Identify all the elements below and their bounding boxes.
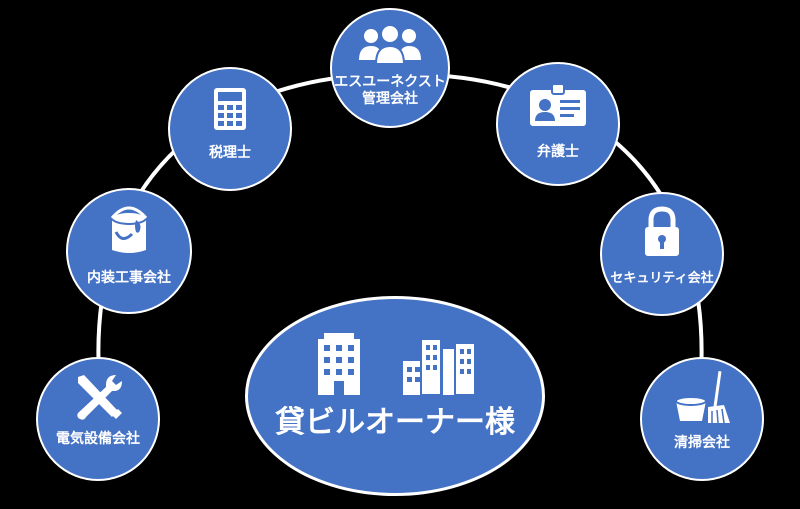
- node-label: 税理士: [209, 145, 251, 161]
- node-label: セキュリティ会社: [610, 271, 714, 286]
- paint-bucket-icon: [110, 206, 148, 253]
- wrench-screwdriver-icon: [77, 375, 122, 420]
- node-label: 電気設備会社: [56, 431, 140, 447]
- bucket-broom-icon: [675, 371, 730, 424]
- node-security-company: セキュリティ会社: [600, 192, 724, 316]
- padlock-icon: [645, 206, 679, 256]
- node-tax-accountant: 税理士: [168, 67, 292, 191]
- city-buildings-icon: [403, 338, 475, 395]
- center-building-owner: 貸ビルオーナー様: [245, 296, 545, 496]
- id-badge-icon: [530, 84, 586, 126]
- center-label: 貸ビルオーナー様: [275, 405, 515, 440]
- node-management-company: エスユーネクスト 管理会社: [330, 8, 450, 128]
- node-label: 弁護士: [537, 144, 579, 160]
- node-electrical-company: 電気設備会社: [36, 357, 160, 481]
- node-label: 内装工事会社: [87, 270, 171, 286]
- node-cleaning-company: 清掃会社: [640, 357, 764, 481]
- node-interior-construction: 内装工事会社: [66, 188, 192, 314]
- node-lawyer: 弁護士: [496, 62, 620, 186]
- node-label: エスユーネクスト 管理会社: [334, 74, 446, 107]
- node-label: 清掃会社: [674, 435, 730, 451]
- calculator-icon: [214, 88, 246, 130]
- office-building-icon: [318, 333, 360, 395]
- people-group-icon: [359, 26, 421, 65]
